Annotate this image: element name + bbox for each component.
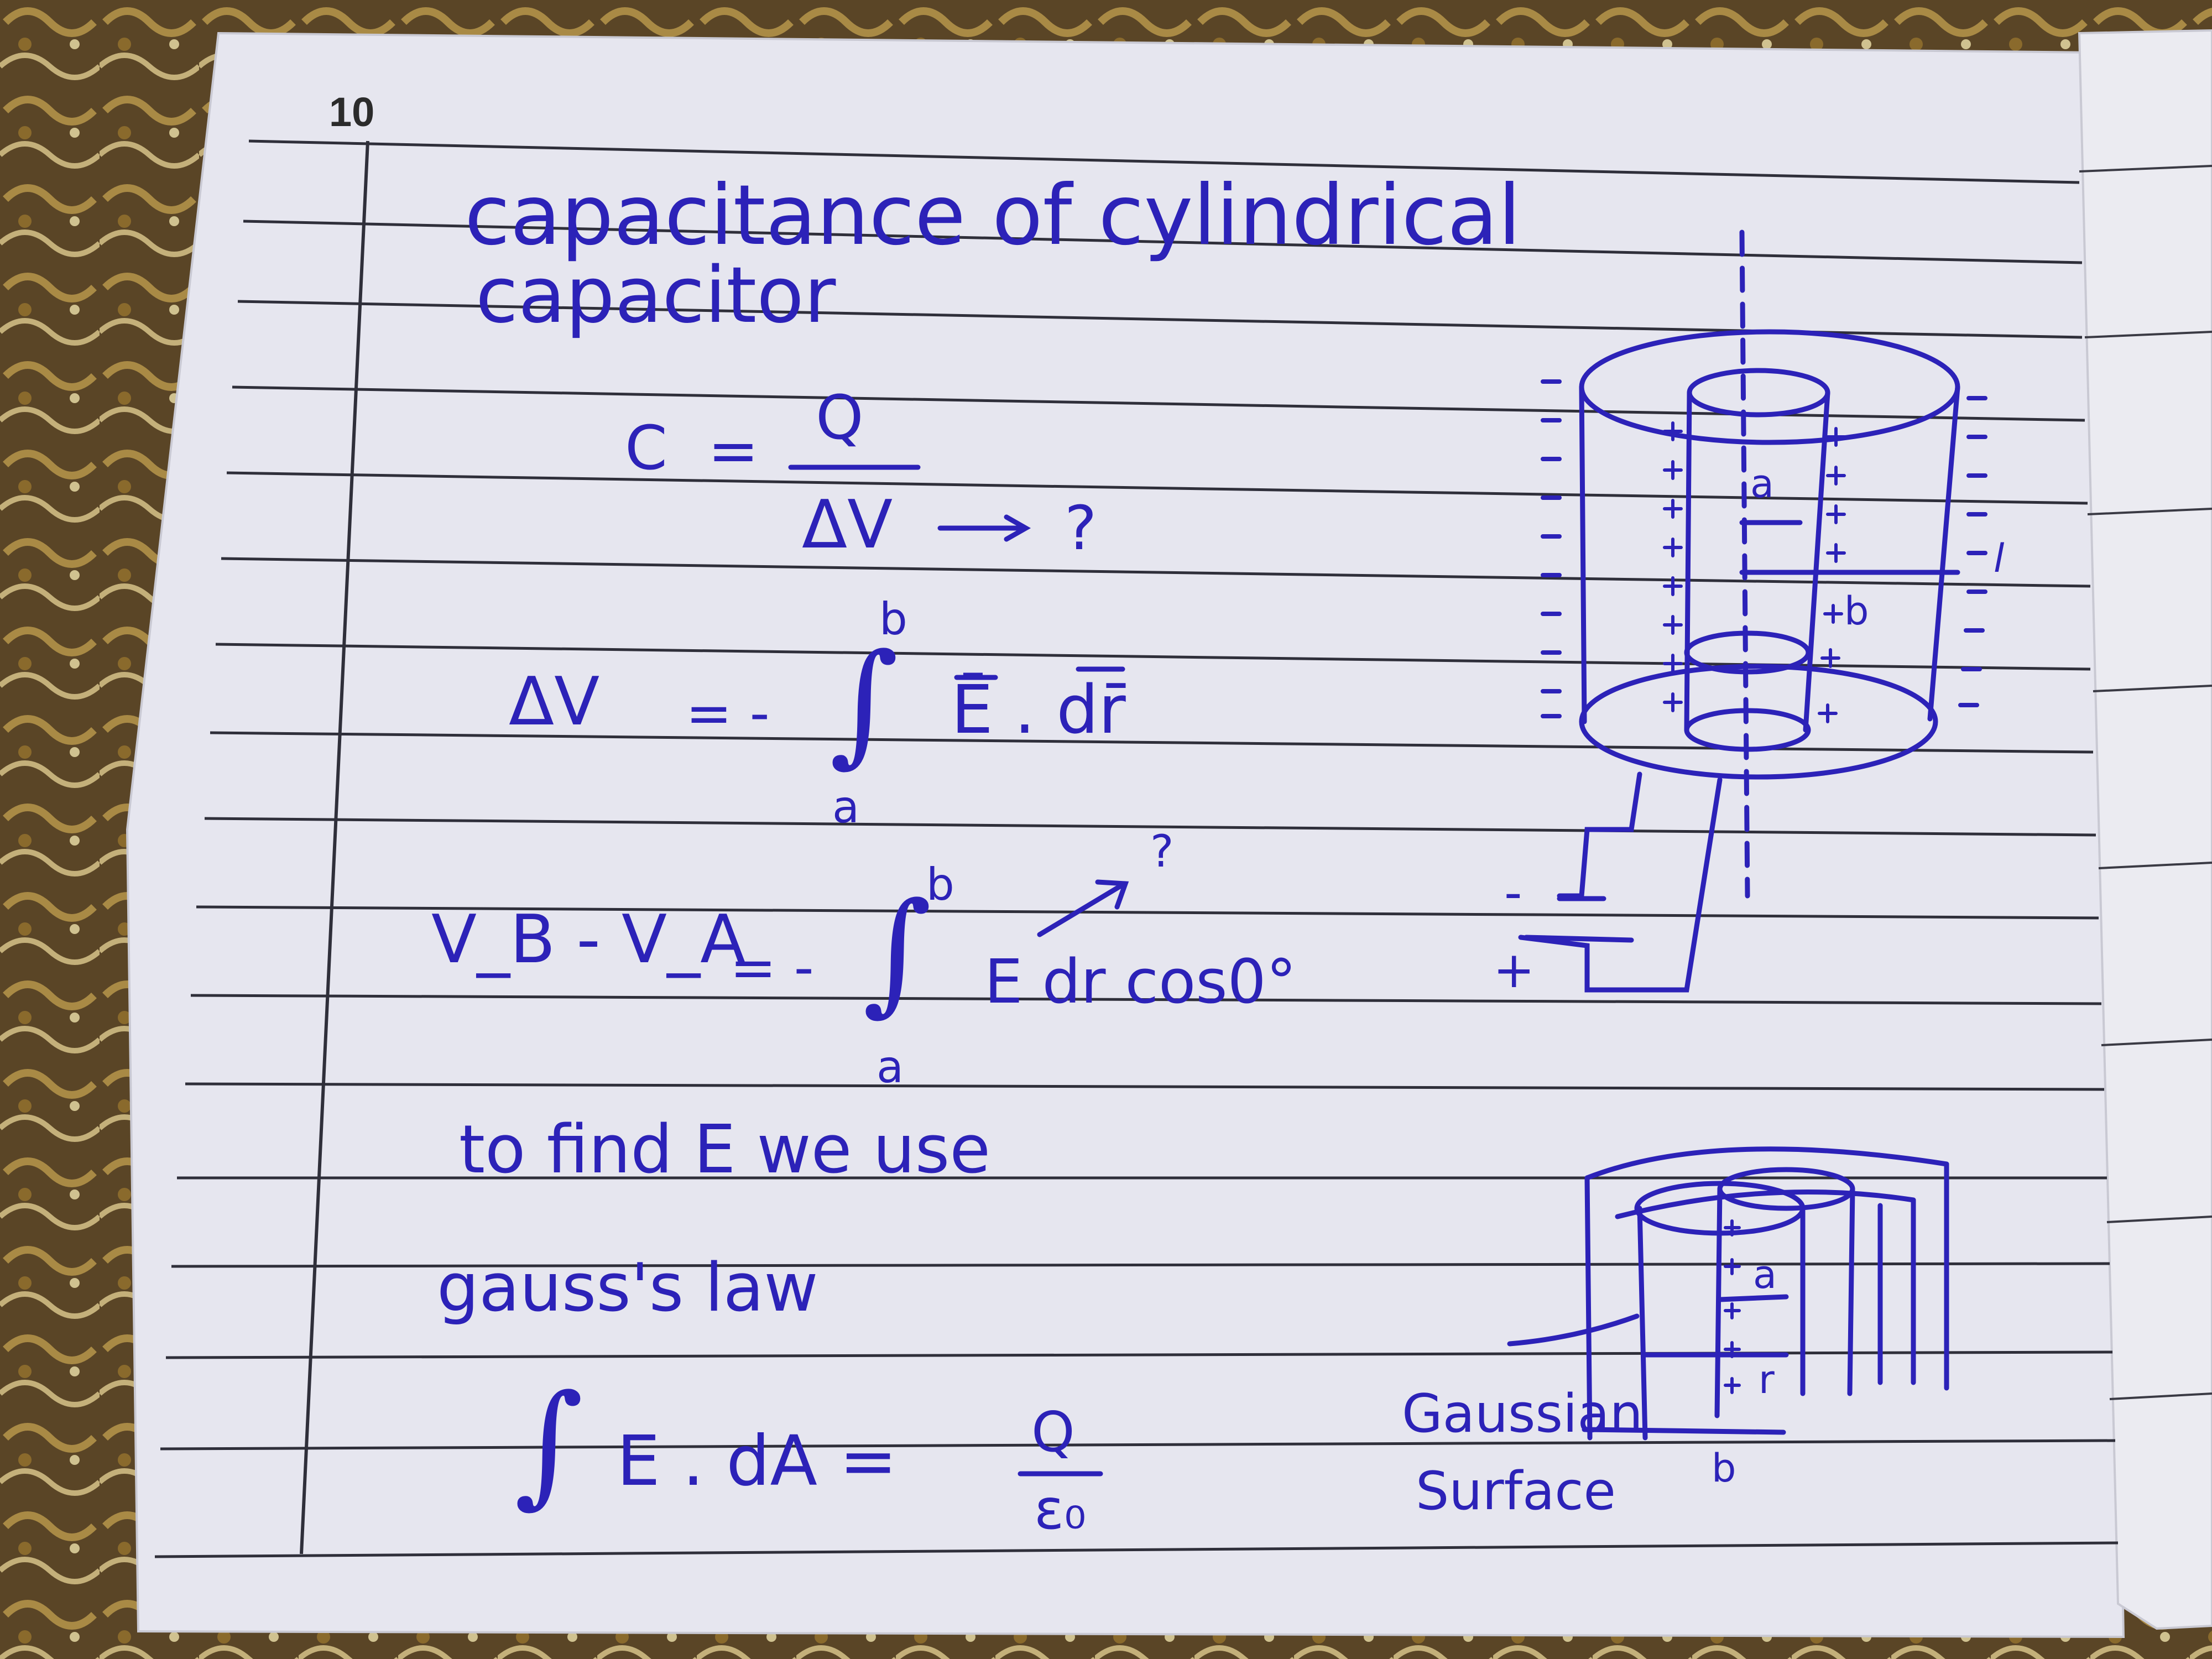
gauss-numerator: Q — [1031, 1400, 1075, 1464]
wire-positive — [1518, 777, 1723, 993]
potential-equals: = - — [686, 681, 770, 745]
expanded-question: ? — [1150, 826, 1174, 877]
heading-line-1: capacitance of cylindrical — [465, 168, 1521, 264]
gaussian-surface-label-1: Gaussian — [1402, 1384, 1643, 1444]
capacitance-question: ? — [1065, 493, 1097, 564]
potential-lower-limit: a — [832, 781, 860, 833]
page-number: 10 — [329, 89, 375, 135]
length-label: l — [1994, 536, 2005, 581]
outer-radius-label: b — [1844, 588, 1869, 634]
gauss-integral-sign: ∫ — [514, 1366, 584, 1521]
expanded-integral-sign: ∫ — [863, 874, 932, 1029]
gaussian-pointer — [1507, 1313, 1640, 1347]
heading-line-2: capacitor — [476, 251, 836, 341]
potential-integral-sign: ∫ — [830, 625, 899, 780]
gauss-intro-line-1: to find E we use — [459, 1112, 991, 1188]
minus-charges — [1541, 379, 1987, 718]
potential-upper-limit: b — [879, 593, 907, 645]
capacitance-equals: = — [708, 415, 759, 486]
potential-lhs: ΔV — [509, 664, 600, 740]
gauss-lhs: E . dA = — [617, 1421, 898, 1501]
capacitance-denominator: ΔV — [802, 487, 893, 564]
inner-radius-label: a — [1750, 461, 1774, 507]
capacitance-lhs: C — [625, 413, 667, 483]
expanded-lhs: V_B - V_A — [431, 901, 746, 978]
margin-line — [300, 140, 369, 1554]
wire-negative — [1557, 771, 1642, 899]
expanded-integrand: E dr cos0° — [984, 946, 1297, 1017]
plus-charges — [1663, 421, 1846, 723]
gaussian-inner-label: a — [1753, 1252, 1777, 1297]
outer-cylinder-bottom — [1579, 664, 1938, 780]
next-page-edge — [2078, 29, 2212, 1630]
gaussian-outer-label: b — [1712, 1446, 1736, 1491]
gauss-intro-line-2: gauss's law — [437, 1250, 818, 1327]
negative-terminal-label: - — [1504, 864, 1522, 922]
expanded-upper-limit: b — [926, 859, 954, 910]
battery-positive-plate — [1524, 935, 1634, 943]
gaussian-surface-label-2: Surface — [1416, 1461, 1616, 1522]
gaussian-radius-label: r — [1759, 1357, 1775, 1402]
capacitance-numerator: Q — [816, 382, 864, 453]
positive-terminal-label: + — [1493, 941, 1535, 999]
question-arrow — [1037, 879, 1129, 937]
potential-integrand: Ē . dr̄ — [951, 672, 1126, 749]
gauss-denominator: ε₀ — [1034, 1477, 1087, 1542]
ruled-lines — [154, 139, 2119, 1558]
capacitance-arrow — [937, 514, 1031, 542]
axis-line — [1739, 229, 1750, 899]
expanded-lower-limit: a — [877, 1041, 904, 1093]
gaussian-diagram — [1507, 1146, 1949, 1441]
paper-sheet — [126, 32, 2125, 1639]
expanded-equals: = - — [730, 935, 814, 1000]
capacitor-diagram — [1518, 229, 1987, 993]
